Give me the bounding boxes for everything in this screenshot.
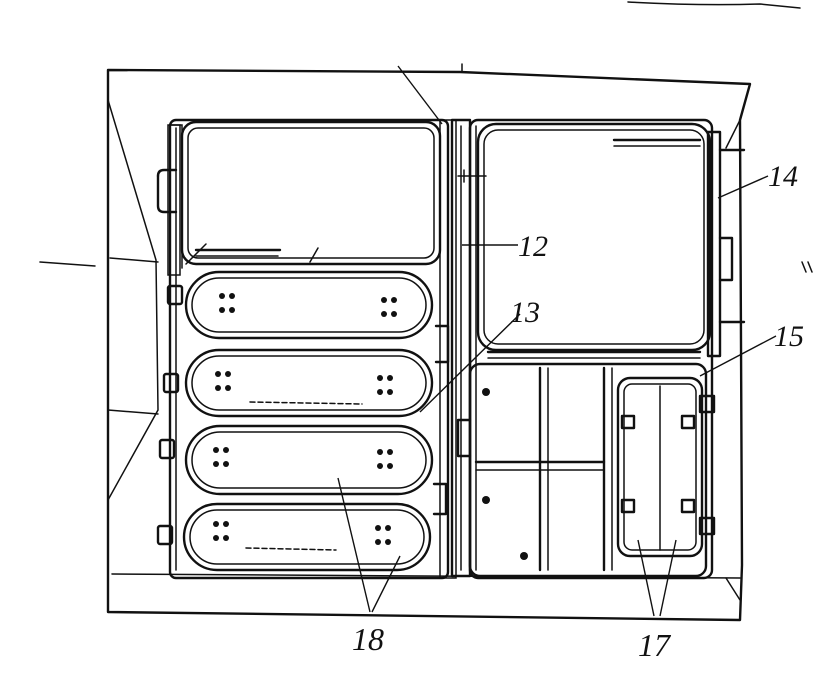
- right-upper-window: [457, 122, 746, 359]
- callout-label-18: 18: [352, 621, 384, 657]
- callout-label-14: 14: [768, 160, 798, 193]
- left-upper-window: [156, 120, 442, 276]
- left-hinges: [156, 284, 450, 546]
- oval-hatch-2: [184, 348, 434, 418]
- small-hatch: [616, 376, 716, 558]
- callout-label-12: 12: [518, 230, 548, 263]
- callout-label-13: 13: [510, 296, 540, 329]
- callout-lines: [337, 65, 777, 617]
- oval-hatch-1: [184, 270, 434, 340]
- stray-marks: [39, 1, 813, 273]
- callout-label-17: 17: [638, 627, 672, 663]
- oval-hatch-3: [184, 424, 434, 496]
- right-door-frame: [468, 118, 714, 580]
- oval-hatch-4: [182, 502, 432, 572]
- right-lower-compartment: [456, 362, 708, 578]
- callout-label-15: 15: [774, 320, 804, 353]
- center-post: [450, 118, 472, 578]
